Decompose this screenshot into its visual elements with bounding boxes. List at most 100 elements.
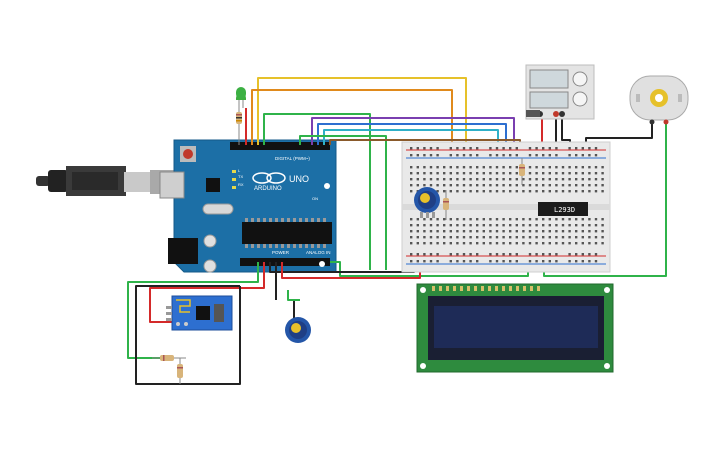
breadboard-hole[interactable] <box>568 184 571 187</box>
breadboard-rail-hole[interactable] <box>436 260 439 263</box>
breadboard-hole[interactable] <box>594 218 598 221</box>
breadboard-hole[interactable] <box>594 230 598 233</box>
breadboard-hole[interactable] <box>535 230 538 233</box>
breadboard-hole[interactable] <box>581 218 584 221</box>
led-icon[interactable] <box>236 87 246 108</box>
breadboard-hole[interactable] <box>555 230 558 233</box>
breadboard-hole[interactable] <box>495 178 499 181</box>
breadboard-hole[interactable] <box>489 190 492 193</box>
breadboard-hole[interactable] <box>568 218 571 221</box>
breadboard-hole[interactable] <box>548 190 551 193</box>
breadboard-rail-hole[interactable] <box>495 154 499 157</box>
breadboard-hole[interactable] <box>423 230 426 233</box>
breadboard-hole[interactable] <box>416 218 419 221</box>
breadboard-hole[interactable] <box>489 218 492 221</box>
breadboard-hole[interactable] <box>542 236 545 239</box>
breadboard-hole[interactable] <box>594 236 598 239</box>
breadboard-rail-hole[interactable] <box>555 154 558 157</box>
breadboard-hole[interactable] <box>489 178 492 181</box>
breadboard-hole[interactable] <box>436 224 439 227</box>
breadboard-hole[interactable] <box>515 224 518 227</box>
breadboard-rail-hole[interactable] <box>528 154 532 157</box>
breadboard-hole[interactable] <box>502 178 505 181</box>
breadboard-hole[interactable] <box>555 190 558 193</box>
breadboard-hole[interactable] <box>542 178 545 181</box>
breadboard-hole[interactable] <box>509 190 512 193</box>
breadboard-hole[interactable] <box>495 224 499 227</box>
breadboard-hole[interactable] <box>482 178 485 181</box>
breadboard-hole[interactable] <box>528 172 532 175</box>
breadboard-hole[interactable] <box>436 236 439 239</box>
breadboard-hole[interactable] <box>456 178 459 181</box>
breadboard-rail-hole[interactable] <box>416 260 419 263</box>
resistor-icon[interactable] <box>236 106 242 145</box>
breadboard-hole[interactable] <box>588 218 591 221</box>
breadboard-hole[interactable] <box>476 230 479 233</box>
breadboard-hole[interactable] <box>476 166 479 169</box>
lcd-pin[interactable] <box>453 286 456 291</box>
lcd-pin[interactable] <box>432 286 435 291</box>
breadboard-rail-hole[interactable] <box>509 154 512 157</box>
breadboard-hole[interactable] <box>588 166 591 169</box>
breadboard-hole[interactable] <box>416 242 419 245</box>
breadboard-hole[interactable] <box>528 184 532 187</box>
breadboard-rail-hole[interactable] <box>429 147 433 150</box>
breadboard-hole[interactable] <box>535 166 538 169</box>
breadboard-hole[interactable] <box>495 218 499 221</box>
breadboard-hole[interactable] <box>588 242 591 245</box>
breadboard-rail-hole[interactable] <box>423 154 426 157</box>
breadboard-hole[interactable] <box>528 224 532 227</box>
breadboard-hole[interactable] <box>410 172 413 175</box>
breadboard-hole[interactable] <box>476 236 479 239</box>
breadboard-hole[interactable] <box>502 218 505 221</box>
breadboard-hole[interactable] <box>555 242 558 245</box>
breadboard-hole[interactable] <box>588 172 591 175</box>
breadboard-hole[interactable] <box>416 184 419 187</box>
breadboard-rail-hole[interactable] <box>416 147 419 150</box>
breadboard-rail-hole[interactable] <box>469 260 472 263</box>
breadboard-hole[interactable] <box>469 184 472 187</box>
breadboard-hole[interactable] <box>528 218 532 221</box>
breadboard-hole[interactable] <box>443 236 446 239</box>
breadboard-hole[interactable] <box>436 184 439 187</box>
resistor-icon[interactable] <box>177 358 183 384</box>
breadboard-hole[interactable] <box>449 218 452 221</box>
breadboard-hole[interactable] <box>509 224 512 227</box>
breadboard-hole[interactable] <box>542 190 545 193</box>
breadboard-hole[interactable] <box>542 224 545 227</box>
breadboard-hole[interactable] <box>502 166 505 169</box>
breadboard-hole[interactable] <box>462 166 466 169</box>
breadboard-rail-hole[interactable] <box>410 147 413 150</box>
breadboard-hole[interactable] <box>528 166 532 169</box>
breadboard-hole[interactable] <box>410 218 413 221</box>
breadboard-hole[interactable] <box>436 178 439 181</box>
breadboard-rail-hole[interactable] <box>528 260 532 263</box>
breadboard-hole[interactable] <box>423 242 426 245</box>
breadboard-hole[interactable] <box>410 230 413 233</box>
breadboard-rail-hole[interactable] <box>423 147 426 150</box>
breadboard-hole[interactable] <box>588 178 591 181</box>
breadboard-hole[interactable] <box>436 172 439 175</box>
breadboard-hole[interactable] <box>469 218 472 221</box>
breadboard-hole[interactable] <box>449 184 452 187</box>
breadboard-hole[interactable] <box>522 236 525 239</box>
breadboard-rail-hole[interactable] <box>502 147 505 150</box>
resistor-icon[interactable] <box>519 158 525 185</box>
breadboard-hole[interactable] <box>489 172 492 175</box>
breadboard-rail-hole[interactable] <box>456 154 459 157</box>
breadboard-hole[interactable] <box>423 184 426 187</box>
breadboard-hole[interactable] <box>528 242 532 245</box>
breadboard-rail-hole[interactable] <box>449 147 452 150</box>
wifi-module-icon[interactable] <box>166 295 233 331</box>
breadboard-hole[interactable] <box>555 224 558 227</box>
breadboard-hole[interactable] <box>476 218 479 221</box>
breadboard-hole[interactable] <box>423 218 426 221</box>
breadboard-hole[interactable] <box>588 184 591 187</box>
breadboard-hole[interactable] <box>416 166 419 169</box>
breadboard-hole[interactable] <box>429 218 433 221</box>
breadboard-rail-hole[interactable] <box>535 147 538 150</box>
breadboard-hole[interactable] <box>515 184 518 187</box>
breadboard-hole[interactable] <box>509 172 512 175</box>
breadboard-hole[interactable] <box>528 190 532 193</box>
breadboard-hole[interactable] <box>555 218 558 221</box>
